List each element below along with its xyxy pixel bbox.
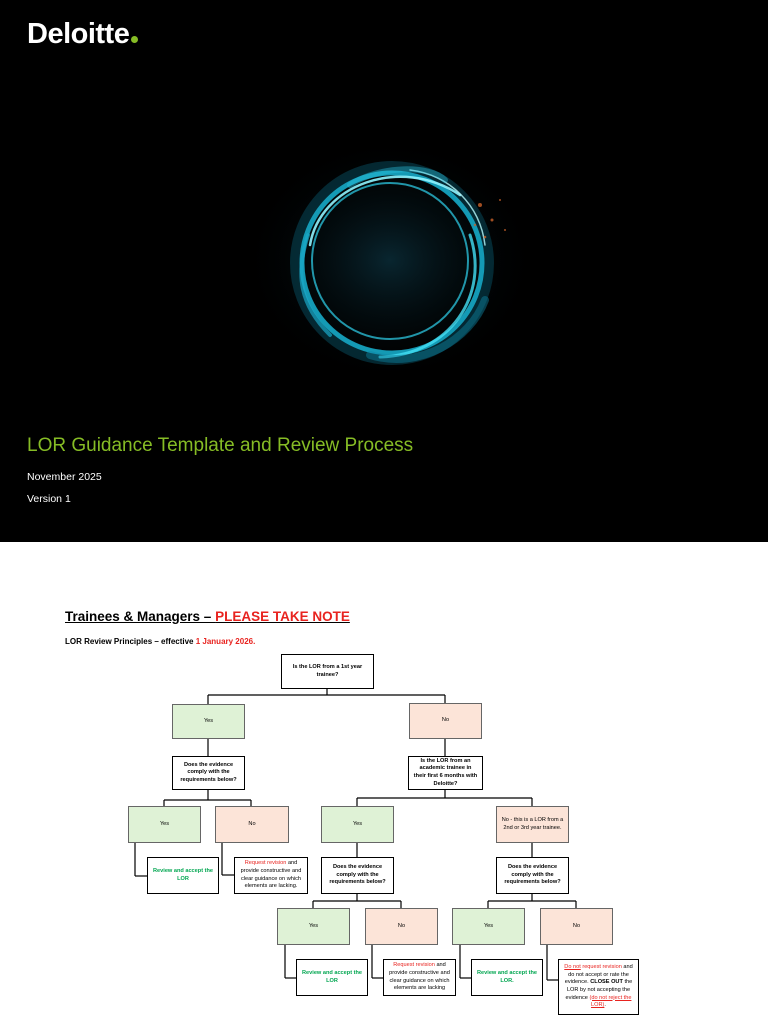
result-close-out: Do not request revision and do not accep… bbox=[558, 959, 639, 1015]
yes-comply-academic: Yes bbox=[277, 908, 350, 945]
cover-page: Deloitte LOR Guidance Template and Revie… bbox=[0, 0, 768, 542]
result-accept-second-third: Review and accept the LOR. bbox=[471, 959, 543, 996]
logo-dot bbox=[131, 36, 139, 43]
notice-heading: Trainees & Managers – PLEASE TAKE NOTE bbox=[65, 609, 350, 624]
cover-title: LOR Guidance Template and Review Process bbox=[27, 435, 414, 456]
question-comply-academic: Does the evidence comply with the requir… bbox=[321, 857, 394, 894]
cover-ring-artwork bbox=[240, 135, 540, 385]
cover-version: Version 1 bbox=[27, 493, 71, 505]
no-second-third-year: No - this is a LOR from a 2nd or 3rd yea… bbox=[496, 806, 569, 843]
question-first-year: Is the LOR from a 1st year trainee? bbox=[281, 654, 374, 689]
deloitte-logo: Deloitte bbox=[27, 18, 139, 51]
result-accept-academic: Review and accept the LOR bbox=[296, 959, 368, 996]
result-accept-first-year: Review and accept the LOR bbox=[147, 857, 219, 894]
principles-line: LOR Review Principles – effective 1 Janu… bbox=[65, 637, 256, 646]
result-revision-first-year: Request revision and provide constructiv… bbox=[234, 857, 308, 894]
yes-first-year: Yes bbox=[172, 704, 245, 739]
question-comply-first-year: Does the evidence comply with the requir… bbox=[172, 756, 245, 790]
cover-date: November 2025 bbox=[27, 471, 102, 483]
question-academic: Is the LOR from an academic trainee in t… bbox=[408, 756, 483, 790]
yes-comply-first-year: Yes bbox=[128, 806, 201, 843]
yes-academic: Yes bbox=[321, 806, 394, 843]
result-revision-academic: Request revision and provide constructiv… bbox=[383, 959, 456, 996]
no-comply-academic: No bbox=[365, 908, 438, 945]
no-comply-first-year: No bbox=[215, 806, 289, 843]
yes-comply-second-third: Yes bbox=[452, 908, 525, 945]
no-comply-second-third: No bbox=[540, 908, 613, 945]
no-first-year: No bbox=[409, 703, 482, 739]
question-comply-second-third: Does the evidence comply with the requir… bbox=[496, 857, 569, 894]
